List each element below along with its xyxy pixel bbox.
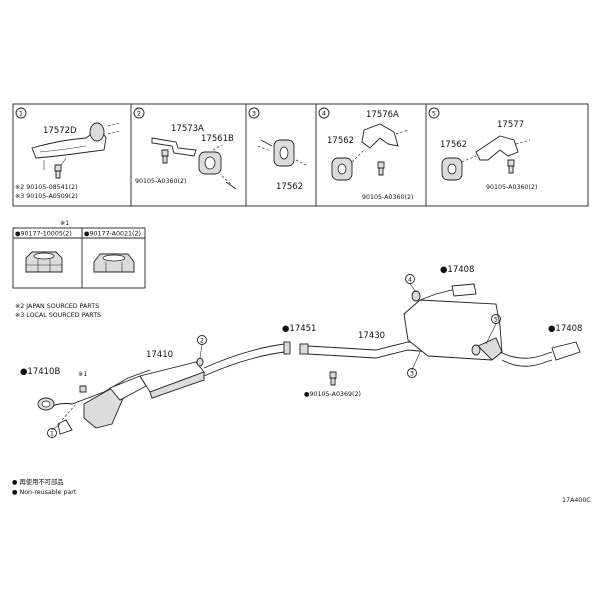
nut-right-part: ●90177-A0021(2) [84, 231, 141, 238]
panel-5-note-0: 90105-A0360(2) [486, 184, 537, 191]
callout-circle-2: 2 [200, 337, 204, 345]
panel-2-label-1: 17561B [201, 134, 234, 144]
tail-tip-17408-top [451, 283, 477, 297]
bolt-icon-main [329, 371, 337, 386]
callout-circle-3: 3 [410, 370, 414, 378]
tail-tip-17408-right [551, 341, 581, 361]
bolt-icon-2 [161, 149, 169, 164]
label-mark-x1: ※1 [78, 371, 87, 378]
panel-4-note-0: 90105-A0360(2) [362, 194, 413, 201]
panels-frame [12, 103, 589, 207]
panel-2-note-0: 90105-A0360(2) [135, 178, 186, 185]
callout-circle-1: 1 [50, 430, 54, 438]
nut-icon-main [79, 385, 87, 393]
nut-left-part: ●90177-10005(2) [15, 231, 72, 238]
panel-1: 1 17572D ※2 90105-08541(2) ※3 90105-A050… [15, 107, 121, 200]
hanger-bracket-17572d [31, 127, 107, 159]
panel-4-label-0: 17576A [366, 110, 399, 120]
circle-callouts: 2 4 5 3 1 [47, 274, 501, 438]
panel-1-number: 1 [19, 110, 23, 118]
panel-3-number: 3 [252, 110, 256, 118]
panel-2-label-0: 17573A [171, 124, 204, 134]
legend-japanese: ● 再使用不可部品 [12, 477, 64, 486]
nut-box: ※1 ●90177-10005(2) ●90177-A0021(2) [12, 220, 146, 289]
bracket-17576a [361, 123, 399, 149]
panel-5-number: 5 [432, 110, 436, 118]
bracket-17577 [475, 135, 519, 161]
label-17430: 17430 [358, 331, 385, 341]
sourcing-note-japan: ※2 JAPAN SOURCED PARTS [15, 303, 99, 310]
panel-4: 4 17576A 17562 90105-A0360(2) [318, 107, 413, 201]
panel-5-label-1: 17562 [440, 140, 467, 150]
callout-circle-4: 4 [408, 276, 412, 284]
panel-1-label-0: 17572D [43, 126, 77, 136]
nut-group-mark: ※1 [60, 220, 69, 227]
callout-circle-5: 5 [494, 316, 498, 324]
label-17408-right: ●17408 [548, 324, 582, 334]
label-17410b: ●17410B [20, 367, 60, 377]
exhaust-assembly [37, 283, 581, 435]
panel-1-note-1: ※3 90105-A0509(2) [15, 193, 78, 200]
legend-english: ● Non-reusable part [12, 489, 77, 496]
bolt-icon [54, 164, 62, 179]
gasket-17451 [283, 341, 291, 355]
panel-5: 5 17577 17562 90105-A0360(2) [428, 107, 537, 191]
panel-1-note-0: ※2 90105-08541(2) [15, 184, 78, 191]
bolt-icon-4 [377, 161, 385, 176]
detail-panels [12, 103, 589, 207]
label-17410: 17410 [146, 350, 173, 360]
flange-17430 [299, 343, 309, 355]
bolt-icon-5 [507, 159, 515, 174]
panel-2: 2 17573A 17561B 90105-A0360(2) [133, 107, 237, 190]
panel-4-label-1: 17562 [327, 136, 354, 146]
sourcing-note-local: ※3 LOCAL SOURCED PARTS [15, 312, 101, 319]
panel-4-number: 4 [322, 110, 326, 118]
panel-2-number: 2 [137, 110, 141, 118]
panel-3-label-0: 17562 [276, 182, 303, 192]
label-17408-top: ●17408 [440, 265, 474, 275]
bracket-17573a [151, 137, 197, 157]
diagram-code: 17A400C [562, 497, 591, 504]
panel-5-label-0: 17577 [497, 120, 524, 130]
label-17451: ●17451 [282, 324, 316, 334]
label-90105-a0369: ●90105-A0369(2) [304, 391, 361, 398]
panel-3: 3 17562 [248, 107, 309, 192]
